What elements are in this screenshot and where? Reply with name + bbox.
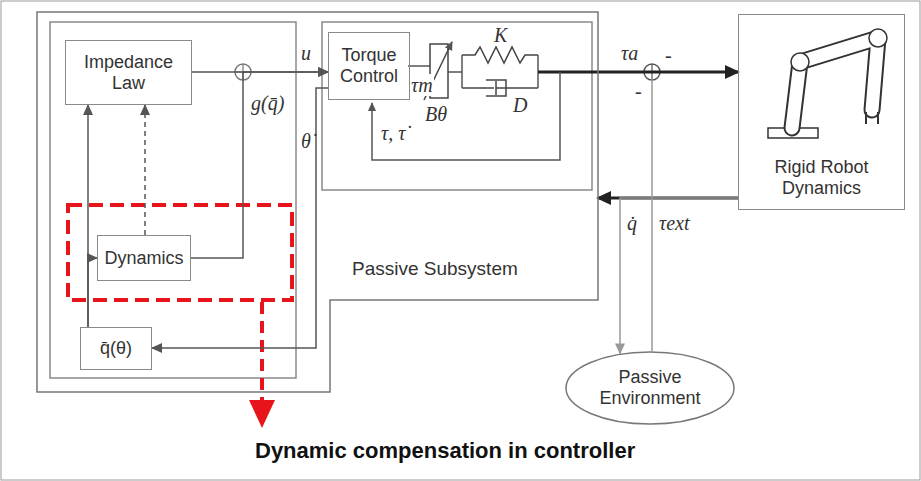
- signal-wire: [408, 65, 430, 67]
- spring-symbol: [462, 47, 538, 63]
- damping: D: [512, 94, 528, 116]
- torque-subsystem-box: [322, 22, 592, 190]
- robot-illustration: [768, 29, 887, 138]
- signal-connector: [144, 105, 146, 235]
- highlight-box: [68, 205, 292, 300]
- controller-box: [50, 22, 296, 378]
- node-label: Dynamics: [104, 248, 183, 269]
- stiffness: K: [493, 24, 508, 46]
- signal-connector: [88, 258, 97, 327]
- edge-label: τext: [658, 212, 690, 234]
- gravity-term: g(q̄): [250, 92, 285, 114]
- dynamics-box: Dynamics: [97, 235, 191, 281]
- signal-wire: [448, 71, 462, 73]
- signal-connector: [152, 88, 328, 348]
- motor-velocity: θ̇: [300, 130, 312, 152]
- sign: -: [664, 44, 673, 66]
- caption: Dynamic compensation in controller: [255, 438, 635, 464]
- highlight-arrow: [260, 302, 264, 402]
- environment-ellipse: Passive Environment: [565, 351, 735, 425]
- signal-connector: [191, 72, 328, 258]
- sign: -: [634, 80, 643, 102]
- signal-connector: [652, 72, 738, 351]
- edge-label: τa: [620, 42, 639, 64]
- signal-connector: [620, 198, 738, 353]
- control-signal: u: [300, 42, 312, 64]
- feedback-wire: [372, 72, 560, 160]
- edge-label: q̇: [626, 212, 638, 234]
- torque-feedback: τ, τ̇: [380, 122, 406, 144]
- passive-subsystem-region: Passive Subsystem Impedance LawDynamics q̄…: [37, 12, 598, 392]
- node-label: Rigid Robot Dynamics: [757, 157, 887, 199]
- node-label: Impedance Law: [77, 52, 181, 94]
- output-wire: [538, 71, 598, 74]
- parallel-link: [462, 55, 538, 88]
- node-label: q̄(θ): [100, 338, 132, 359]
- highlight-arrowhead: [249, 400, 275, 428]
- node-label: Torque Control: [335, 45, 403, 87]
- signal-connector: [598, 71, 738, 74]
- node-label: Passive Subsystem: [352, 258, 518, 279]
- motor-inertia: Bθ: [424, 103, 448, 125]
- impedance-law-box: Impedance Law: [65, 40, 192, 105]
- configuration-box: q̄(θ): [80, 327, 152, 370]
- torque-control-box: Torque Control: [328, 32, 410, 100]
- motor-torque: τm: [410, 74, 434, 96]
- node-label: Passive Environment: [591, 367, 709, 409]
- robot-dynamics-box: Rigid Robot Dynamics: [738, 14, 905, 210]
